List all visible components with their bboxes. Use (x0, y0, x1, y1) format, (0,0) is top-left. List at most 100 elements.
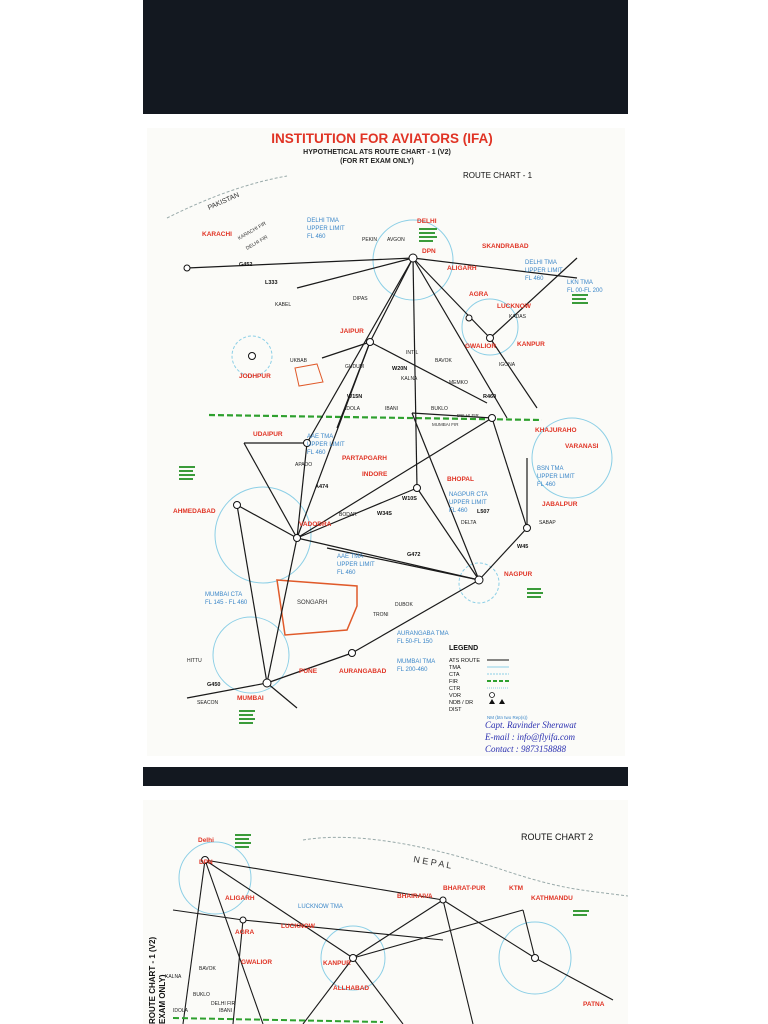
aurangabad-tma-fl: FL 50-FL 150 (397, 639, 433, 645)
bsn-tma-label: BSN TMA (537, 466, 564, 472)
kathmandu-tma-circle (498, 921, 572, 995)
route-g472-label: G472 (407, 552, 420, 558)
delhi-tma-2-fl: FL 460 (525, 276, 544, 282)
mumbai-tma-fl: FL 200-460 (397, 667, 428, 673)
aligarh-label-2: ALIGARH (225, 895, 255, 902)
mumbai-cta-fl: FL 145 - FL 460 (205, 600, 248, 606)
aae-tma-2-label: AAE TMA (337, 554, 363, 560)
nagpur-cta-limit: UPPER LIMIT (449, 500, 487, 506)
chart-note: (FOR RT EXAM ONLY) (340, 158, 414, 165)
bsn-tma-limit: UPPER LIMIT (537, 474, 575, 480)
waypoint-pekin: PEKIN (362, 237, 377, 243)
ats-routes (186, 257, 578, 709)
udaipur-vor-icon (303, 439, 311, 447)
legend-item-vor: VOR (449, 693, 461, 699)
waypoint-idola-2: IDOLA (173, 1008, 189, 1014)
waypoint-bodar: BODAR (339, 512, 357, 518)
nagpur-cta-fl: FL 460 (449, 508, 468, 514)
top-dark-band (143, 0, 628, 114)
waypoint-ibani: IBANI (385, 406, 398, 412)
delhi-label-2: Delhi (198, 837, 214, 844)
lucknow-vor-icon (486, 334, 494, 342)
mumbai-tma-circle (212, 616, 290, 694)
waypoint-dipas: DIPAS (353, 296, 368, 302)
waypoint-troni: TRONI (373, 612, 389, 618)
nagpur-label: NAGPUR (504, 571, 532, 578)
mumbai-fir-label: MUMBAI FIR (432, 422, 459, 427)
route-chart-2-map: ROUTE CHART 2 N E P A L ROUTE CHART - 1 … (148, 832, 628, 1024)
route-w45-label: W45 (517, 544, 528, 550)
contact-phone: Contact : 9873158888 (485, 744, 566, 754)
waypoint-kalna: KALNA (401, 376, 418, 382)
route-r460-label: R460 (483, 394, 496, 400)
vadodra-vor-icon (293, 534, 301, 542)
aae-tma-fl: FL 460 (307, 450, 326, 456)
ahmedabad-label: AHMEDABAD (173, 508, 216, 515)
delhi-tma-label: DELHI TMA (307, 218, 339, 224)
aae-tma-2-limit: UPPER LIMIT (337, 562, 375, 568)
legend-item-tma: TMA (449, 665, 461, 671)
partapgarh-label: PARTAPGARH (342, 455, 387, 462)
aae-tma-2-fl: FL 460 (337, 570, 356, 576)
legend-ndb-icon (489, 699, 495, 704)
karachi-label: KARACHI (202, 231, 232, 238)
khajuraho-vor-icon (488, 414, 496, 422)
lucknow-vor-icon-2 (349, 954, 357, 962)
waypoint-memko: MEMKO (449, 380, 468, 386)
route-w20n-label: W20N (392, 366, 407, 372)
aae-tma-label: AAE TMA (307, 434, 333, 440)
delhi-vor-icon (408, 253, 418, 263)
delhi-tma-fl: FL 460 (307, 234, 326, 240)
jaipur-vor-icon (366, 338, 374, 346)
legend: LEGEND ATS ROUTE TMA CTA FIR CTR VOR NDB… (449, 645, 528, 720)
pakistan-border (166, 175, 288, 219)
small-restricted-area (294, 363, 324, 387)
waypoint-igona: IGONA (499, 362, 516, 368)
jabalpur-vor-icon (523, 524, 531, 532)
delhi-tma-2-label: DELHI TMA (525, 260, 557, 266)
route-a474-label: A474 (315, 484, 329, 490)
bhairaiva-vor-icon (439, 896, 447, 904)
bhopal-label: BHOPAL (447, 476, 474, 483)
delhi-tma-limit: UPPER LIMIT (307, 226, 345, 232)
lucknow-label: LUCKNOW (497, 303, 532, 310)
delhi-fir-label-2: DELHI FIR (457, 413, 480, 418)
skandrabad-label: SKANDRABAD (482, 243, 529, 250)
aligarh-label: ALIGARH (447, 265, 477, 272)
khajuraho-label: KHAJURAHO (535, 427, 577, 434)
chart-subtitle: HYPOTHETICAL ATS ROUTE CHART - 1 (V2) (303, 149, 451, 156)
aurangabad-vor-icon (348, 649, 356, 657)
delhi-tma-2-limit: UPPER LIMIT (525, 268, 563, 274)
route-w34s-label: W34S (377, 511, 392, 517)
route-l507-label: L507 (477, 509, 490, 515)
delhi-tma-circle-2 (178, 841, 252, 915)
delhi-vor-icon-2 (201, 856, 209, 864)
songarh-restricted-area (276, 579, 358, 636)
waypoint-intil: INTIL (406, 350, 418, 356)
nagpur-ctr-circle (458, 562, 500, 604)
karachi-vor-icon (183, 264, 191, 272)
ahmedabad-vor-icon (233, 501, 241, 509)
contact-name: Capt. Ravinder Sherawat (485, 720, 577, 730)
waypoint-apado: APADO (295, 462, 312, 468)
waypoint-ukbab: UKBAB (290, 358, 308, 364)
waypoint-hittu: HITTU (187, 658, 202, 664)
ats-routes-2 (172, 859, 614, 1024)
waypoint-buklo: BUKLO (431, 406, 448, 412)
varanasi-tma-circle (531, 417, 613, 499)
mumbai-cta-label: MUMBAI CTA (205, 592, 242, 598)
delhi-fir-label: DELHI FIR (245, 234, 269, 251)
agra-label: AGRA (469, 291, 488, 298)
legend-vor-icon (489, 692, 495, 698)
waypoint-gudum: GUDUM (345, 364, 364, 370)
side-label-exam: EXAM ONLY) (158, 974, 167, 1024)
route-chart-1-map: INSTITUTION FOR AVIATORS (IFA) HYPOTHETI… (166, 131, 613, 754)
dpn-label: DPN (422, 248, 436, 255)
legend-title: LEGEND (449, 645, 478, 652)
route-chart-label: ROUTE CHART - 1 (463, 171, 533, 180)
lucknow-tma-label-2: LUCKNOW TMA (298, 904, 343, 910)
nepal-label: N E P A L (413, 854, 453, 871)
agra-vor-icon-2 (239, 916, 247, 924)
route-chart-2-label: ROUTE CHART 2 (521, 832, 593, 842)
legend-nm-note: NM (btn two Rep(s)) (487, 715, 528, 720)
